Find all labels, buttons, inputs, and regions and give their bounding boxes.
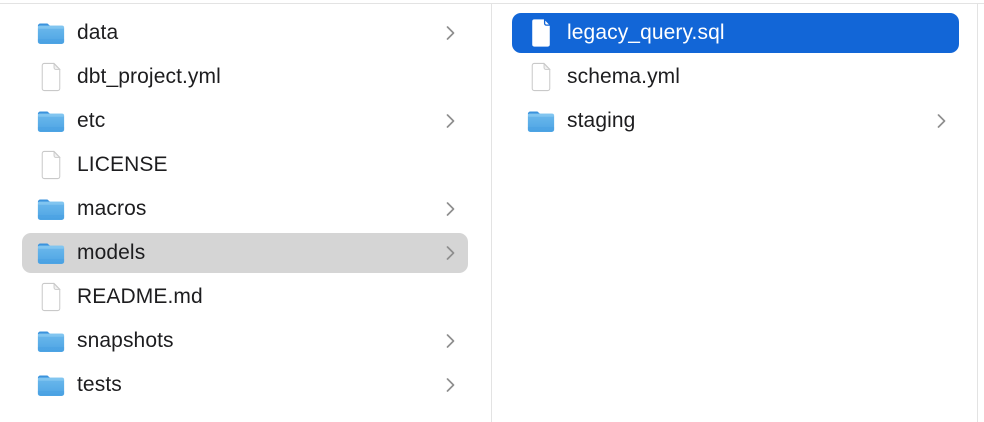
item-label: README.md [77, 285, 203, 308]
chevron-right-icon [445, 244, 456, 262]
list-item[interactable]: dbt_project.yml [22, 55, 468, 99]
item-label: legacy_query.sql [567, 21, 725, 44]
folder-icon [36, 105, 66, 137]
chevron-right-icon [445, 24, 456, 42]
item-label: staging [567, 109, 636, 132]
list-item[interactable]: models [22, 231, 468, 275]
folder-icon [36, 17, 66, 49]
toolbar-divider [0, 3, 984, 4]
item-label: tests [77, 373, 122, 396]
item-label: data [77, 21, 119, 44]
folder-row[interactable]: data [22, 13, 468, 53]
list-item[interactable]: tests [22, 363, 468, 407]
item-label: etc [77, 109, 106, 132]
list-item[interactable]: LICENSE [22, 143, 468, 187]
chevron-right-icon [445, 200, 456, 218]
list-item[interactable]: snapshots [22, 319, 468, 363]
file-row[interactable]: dbt_project.yml [22, 57, 468, 97]
item-label: snapshots [77, 329, 174, 352]
document-icon [36, 61, 66, 93]
chevron-right-icon [445, 112, 456, 130]
folder-row[interactable]: macros [22, 189, 468, 229]
folder-icon [526, 105, 556, 137]
document-icon [36, 149, 66, 181]
list-item[interactable]: staging [512, 99, 959, 143]
file-column: legacy_query.sql schema.yml staging [492, 4, 978, 422]
folder-icon [36, 237, 66, 269]
chevron-right-icon [936, 112, 947, 130]
folder-row[interactable]: tests [22, 365, 468, 405]
list-item[interactable]: legacy_query.sql [512, 11, 959, 55]
list-item[interactable]: README.md [22, 275, 468, 319]
file-row[interactable]: schema.yml [512, 57, 959, 97]
folder-icon [36, 193, 66, 225]
list-item[interactable]: schema.yml [512, 55, 959, 99]
chevron-right-icon [445, 376, 456, 394]
file-row[interactable]: README.md [22, 277, 468, 317]
file-row[interactable]: legacy_query.sql [512, 13, 959, 53]
folder-icon [36, 325, 66, 357]
item-label: models [77, 241, 146, 264]
item-label: macros [77, 197, 147, 220]
list-item[interactable]: data [22, 11, 468, 55]
folder-row[interactable]: etc [22, 101, 468, 141]
folder-row[interactable]: staging [512, 101, 959, 141]
list-item[interactable]: etc [22, 99, 468, 143]
chevron-right-icon [445, 332, 456, 350]
list-item[interactable]: macros [22, 187, 468, 231]
folder-icon [36, 369, 66, 401]
document-icon [526, 61, 556, 93]
file-row[interactable]: LICENSE [22, 145, 468, 185]
item-label: dbt_project.yml [77, 65, 221, 88]
item-label: LICENSE [77, 153, 168, 176]
document-icon [526, 17, 556, 49]
item-label: schema.yml [567, 65, 681, 88]
folder-row[interactable]: models [22, 233, 468, 273]
folder-row[interactable]: snapshots [22, 321, 468, 361]
document-icon [36, 281, 66, 313]
